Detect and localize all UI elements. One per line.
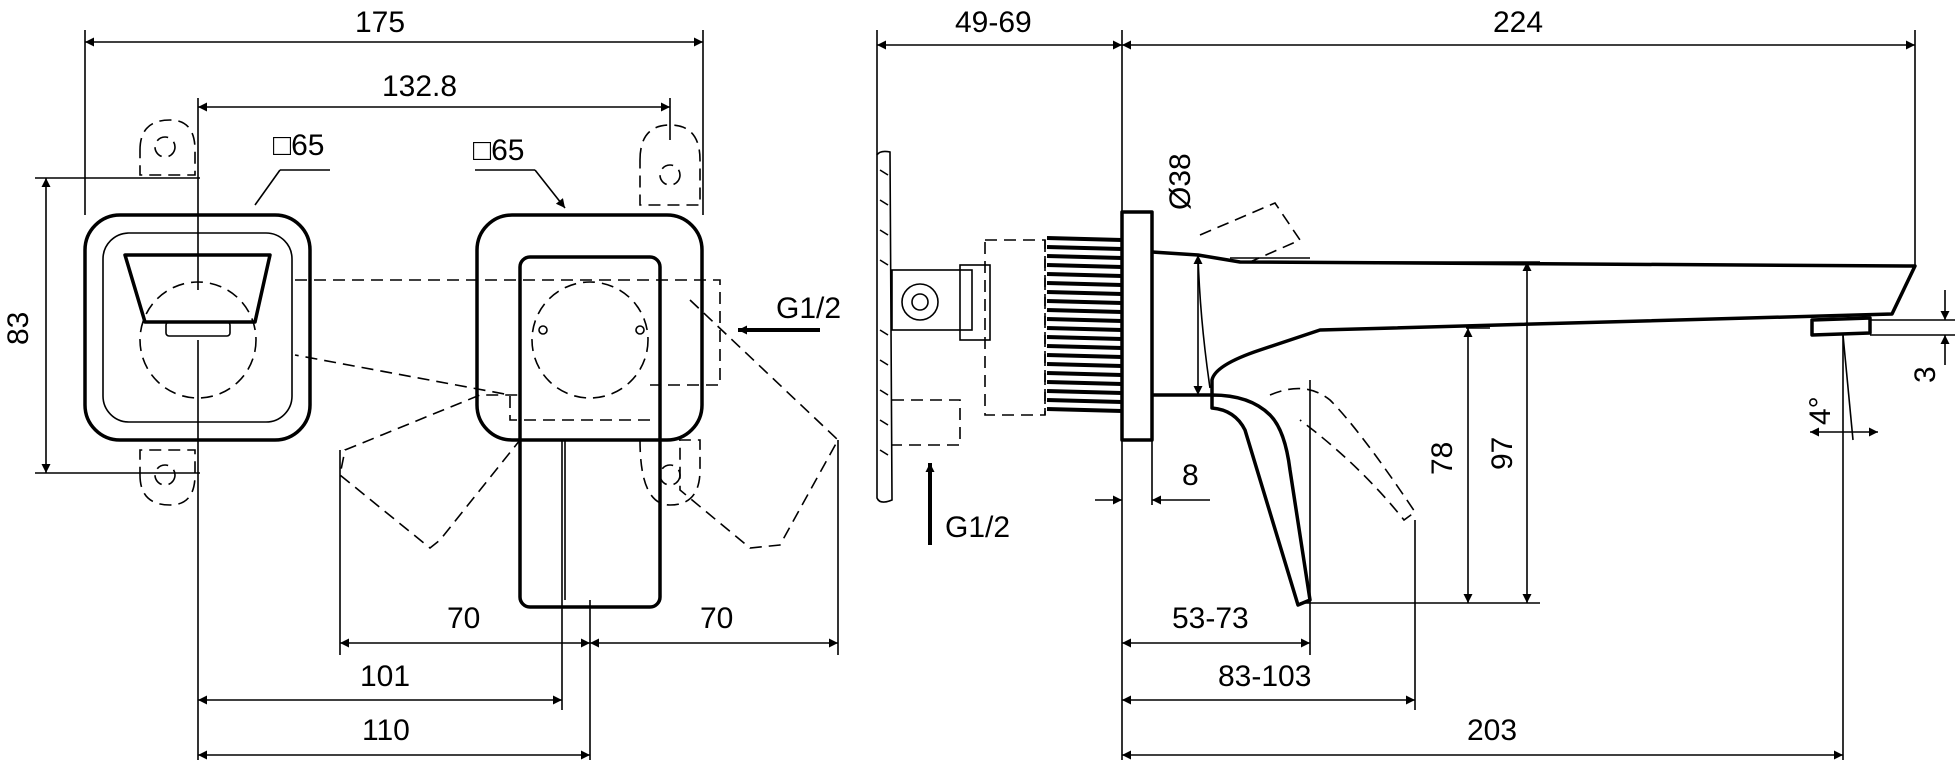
- dim-label-203: 203: [1467, 714, 1517, 747]
- thread-line: [1046, 281, 1123, 287]
- diverter-knob: [123, 253, 272, 324]
- dim-label-53-73: 53-73: [1172, 602, 1249, 635]
- front-view: G1/2 175 132.8 83 □65 □65 70 70 101: [2, 6, 841, 760]
- left-bottom-mount-hole: [154, 464, 176, 486]
- dim-label-110: 110: [362, 714, 410, 747]
- ext-4-deg: [1842, 334, 1854, 441]
- thread-line: [1046, 317, 1123, 323]
- right-top-mount-hole: [659, 164, 681, 186]
- thread-line: [1046, 389, 1123, 395]
- screw-right: [635, 325, 645, 335]
- lever-swing-left: [339, 394, 521, 550]
- left-bottom-mount-tab: [139, 449, 196, 506]
- thread-line: [1046, 272, 1123, 278]
- valve-neck: [959, 264, 991, 341]
- thread-line: [1046, 263, 1123, 269]
- thread-line: [1046, 362, 1123, 368]
- spout-inner-curve: [1197, 254, 1211, 389]
- left-top-mount-tab: [139, 119, 196, 176]
- dim-label-132-8: 132.8: [382, 70, 457, 103]
- spout-swing-outline: [1199, 202, 1302, 263]
- thread-line: [1046, 353, 1123, 359]
- leader-65-left: [254, 169, 281, 206]
- dim-label-65-left: □65: [273, 129, 325, 162]
- thread-line: [1046, 308, 1123, 314]
- wall-bracket: [876, 150, 893, 503]
- dim-label-diam38: Ø38: [1164, 153, 1197, 210]
- wall-plate: [1120, 210, 1154, 442]
- valve-port-inner: [911, 293, 929, 311]
- right-cartridge-circle: [531, 281, 649, 399]
- lever-side-tilted: [1269, 387, 1417, 522]
- dim-label-49-69: 49-69: [955, 6, 1032, 39]
- thread-line: [1046, 398, 1123, 404]
- side-view: G1/2 49-69 224 Ø38 8 78 97 3: [876, 6, 1955, 760]
- thread-line: [1046, 344, 1123, 350]
- threaded-sleeve: [1046, 236, 1123, 413]
- dim-label-78: 78: [1426, 442, 1459, 475]
- inlet-label-front: G1/2: [776, 292, 841, 325]
- dim-label-83: 83: [2, 312, 35, 345]
- spout-body: [1151, 250, 1917, 397]
- dim-label-3: 3: [1909, 366, 1942, 383]
- dim-label-70-left: 70: [447, 602, 480, 635]
- right-bottom-mount-tab: [639, 439, 701, 506]
- thread-line: [1046, 236, 1123, 242]
- thread-line: [1046, 371, 1123, 377]
- inlet-label-side: G1/2: [945, 511, 1010, 544]
- valve-port: [901, 283, 939, 321]
- dim-label-97: 97: [1486, 437, 1519, 470]
- screw-left: [538, 325, 548, 335]
- thread-line: [1046, 299, 1123, 305]
- concealed-body: [294, 279, 721, 421]
- dim-label-101: 101: [360, 660, 410, 693]
- valve-stem: [984, 239, 1046, 416]
- dim-label-83-103: 83-103: [1218, 660, 1311, 693]
- dim-label-175: 175: [355, 6, 405, 39]
- thread-line: [1046, 245, 1123, 251]
- dim-label-8: 8: [1182, 459, 1199, 492]
- thread-line: [1046, 254, 1123, 260]
- dim-label-70-right: 70: [700, 602, 733, 635]
- right-rosette-plate: [475, 213, 704, 442]
- right-bottom-mount-hole: [659, 464, 681, 486]
- thread-line: [1046, 290, 1123, 296]
- left-top-mount-hole: [154, 136, 176, 158]
- valve-body: [891, 269, 973, 331]
- dim-label-224: 224: [1493, 6, 1543, 39]
- right-top-mount-tab: [639, 124, 701, 206]
- valve-lower: [892, 399, 961, 446]
- leader-65-right-d: [534, 169, 566, 209]
- thread-line: [1046, 326, 1123, 332]
- dim-label-65-right: □65: [473, 134, 525, 167]
- diverter-knob-front: [165, 321, 231, 337]
- spout-aerator: [1810, 316, 1872, 337]
- dim-label-4deg: 4°: [1804, 396, 1837, 425]
- thread-line: [1046, 380, 1123, 386]
- thread-line: [1046, 335, 1123, 341]
- wall-bracket-teeth: [879, 169, 889, 456]
- lever-side: [1210, 393, 1312, 607]
- thread-line: [1046, 407, 1123, 413]
